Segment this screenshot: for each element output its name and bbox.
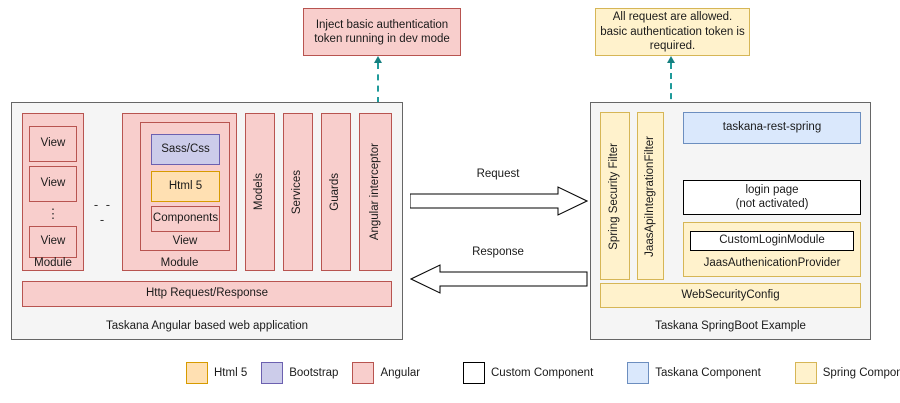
legend-label-spring-component: Spring Component: [822, 367, 900, 379]
legend-label-custom-component: Custom Component: [491, 367, 594, 379]
legend-label-html5: Html 5: [214, 367, 248, 379]
server-filter-spring-security[interactable]: Spring Security Filter: [600, 112, 630, 280]
server-filter-jaas-api-integration[interactable]: JaasApiIntegrationFilter: [637, 112, 664, 280]
server-custom-login-module-label: CustomLoginModule: [719, 234, 825, 247]
client-layer-html5[interactable]: Html 5: [151, 171, 220, 202]
view-label: View: [40, 137, 66, 150]
client-column-services[interactable]: Services: [283, 113, 313, 271]
legend-item-angular: Angular: [352, 362, 420, 384]
server-login-page-title: login page: [745, 184, 799, 197]
server-filter-spring-security-label: Spring Security Filter: [608, 142, 621, 250]
legend-swatch-custom: [463, 362, 485, 384]
client-column-angular-interceptor[interactable]: Angular interceptor: [359, 113, 392, 271]
callout-dev-mode: Inject basic authentication token runnin…: [303, 8, 461, 56]
legend-swatch-bootstrap: [261, 362, 284, 384]
client-module-simple-label: Module: [34, 256, 72, 269]
client-layer-sass-css[interactable]: Sass/Css: [151, 134, 220, 165]
server-custom-login-module[interactable]: CustomLoginModule: [690, 231, 854, 251]
callout-dev-mode-arrowhead: [374, 56, 382, 63]
response-flow-arrow: [410, 264, 588, 294]
server-web-security-config[interactable]: WebSecurityConfig: [600, 283, 861, 308]
client-module-detailed-view-label: View: [172, 234, 198, 247]
client-panel-caption: Taskana Angular based web application: [105, 320, 309, 333]
legend-label-bootstrap: Bootstrap: [289, 367, 339, 379]
response-flow-label: Response: [472, 246, 524, 258]
client-column-models-label: Models: [253, 173, 266, 211]
client-column-services-label: Services: [291, 169, 304, 215]
callout-auth-required-text: All request are allowed. basic authentic…: [600, 11, 745, 53]
view-label: View: [40, 235, 66, 248]
legend-swatch-spring: [794, 362, 817, 384]
legend-swatch-taskana: [627, 362, 650, 384]
callout-dev-mode-text: Inject basic authentication token runnin…: [314, 18, 450, 45]
server-login-page-status: (not activated): [735, 197, 809, 210]
legend-swatch-angular: [352, 362, 375, 384]
legend-swatch-html5: [186, 362, 208, 384]
callout-auth-required: All request are allowed. basic authentic…: [595, 8, 750, 56]
client-http-bar[interactable]: Http Request/Response: [22, 281, 392, 307]
modules-continuation-dots: - - -: [93, 197, 113, 227]
client-column-angular-interceptor-label: Angular interceptor: [368, 143, 381, 241]
client-module-simple-view-2[interactable]: View: [29, 166, 77, 202]
callout-dev-mode-connector: [377, 63, 379, 103]
server-login-page[interactable]: login page (not activated): [683, 180, 861, 215]
legend-item-html5: Html 5: [186, 362, 247, 384]
view-label: View: [40, 177, 66, 190]
vertical-ellipsis: ⋮: [46, 205, 60, 221]
server-taskana-rest-spring-label: taskana-rest-spring: [722, 121, 822, 134]
server-web-security-config-label: WebSecurityConfig: [681, 288, 780, 301]
server-taskana-rest-spring[interactable]: taskana-rest-spring: [683, 112, 861, 144]
server-jaas-authentication-provider-label: JaasAuthenicationProvider: [703, 257, 841, 270]
client-module-detailed-label: Module: [160, 256, 199, 269]
legend-item-custom-component: Custom Component: [463, 362, 593, 384]
legend-label-taskana-component: Taskana Component: [655, 367, 761, 379]
client-module-simple-ellipsis: ⋮: [29, 204, 77, 224]
callout-auth-required-arrowhead: [667, 56, 675, 63]
client-column-models[interactable]: Models: [245, 113, 275, 271]
request-flow-arrow: [410, 186, 588, 216]
client-layer-components[interactable]: Components: [151, 206, 220, 232]
client-module-simple-view-3[interactable]: View: [29, 226, 77, 258]
client-column-guards[interactable]: Guards: [321, 113, 351, 271]
client-http-bar-label: Http Request/Response: [145, 287, 269, 300]
legend-right-group: Custom Component Taskana Component Sprin…: [463, 362, 900, 384]
server-panel-caption: Taskana SpringBoot Example: [655, 320, 806, 333]
server-filter-jaas-api-integration-label: JaasApiIntegrationFilter: [643, 135, 656, 257]
legend-label-angular: Angular: [380, 367, 421, 379]
legend-item-taskana-component: Taskana Component: [627, 362, 761, 384]
legend-left-group: Html 5 Bootstrap Angular: [186, 362, 420, 384]
request-flow-label: Request: [476, 168, 520, 180]
legend-item-bootstrap: Bootstrap: [261, 362, 338, 384]
legend-item-spring-component: Spring Component: [794, 362, 900, 384]
client-module-simple-view-1[interactable]: View: [29, 126, 77, 162]
client-column-guards-label: Guards: [329, 173, 342, 211]
